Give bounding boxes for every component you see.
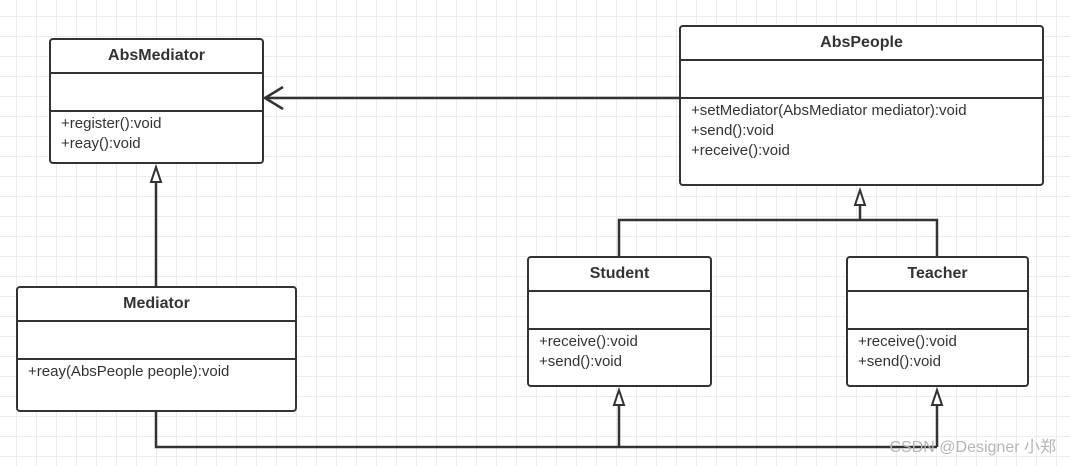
class-abspeople[interactable]: AbsPeople +setMediator(AbsMediator media… [679,25,1044,186]
class-methods: +register():void +reay():void [51,112,262,162]
class-mediator[interactable]: Mediator +reay(AbsPeople people):void [16,286,297,412]
method: +register():void [61,115,162,132]
method: +receive():void [858,333,957,350]
method: +reay():void [61,135,141,152]
method: +receive():void [691,142,790,159]
class-attributes [529,292,710,330]
association-mediator-to-student-teacher [154,386,944,449]
class-attributes [681,61,1042,99]
class-attributes [848,292,1027,330]
association-abspeople-to-absmediator [262,85,680,111]
class-absmediator[interactable]: AbsMediator +register():void +reay():voi… [49,38,264,164]
method: +send():void [691,122,774,139]
method: +reay(AbsPeople people):void [28,363,230,380]
class-name: AbsPeople [681,27,1042,61]
watermark: CSDN @Designer 小郑 [889,439,1056,456]
class-name: Teacher [848,258,1027,292]
method: +send():void [539,353,622,370]
class-name: AbsMediator [51,40,262,74]
class-attributes [51,74,262,112]
class-student[interactable]: Student +receive():void +send():void [527,256,712,387]
class-methods: +receive():void +send():void [848,330,1027,385]
method: +receive():void [539,333,638,350]
class-name: Mediator [18,288,295,322]
class-name: Student [529,258,710,292]
generalization-student-teacher-to-abspeople [617,186,939,257]
class-teacher[interactable]: Teacher +receive():void +send():void [846,256,1029,387]
method: +send():void [858,353,941,370]
method: +setMediator(AbsMediator mediator):void [691,102,967,119]
class-methods: +setMediator(AbsMediator mediator):void … [681,99,1042,184]
class-methods: +receive():void +send():void [529,330,710,385]
class-methods: +reay(AbsPeople people):void [18,360,295,410]
generalization-mediator-to-absmediator [149,163,163,287]
class-attributes [18,322,295,360]
